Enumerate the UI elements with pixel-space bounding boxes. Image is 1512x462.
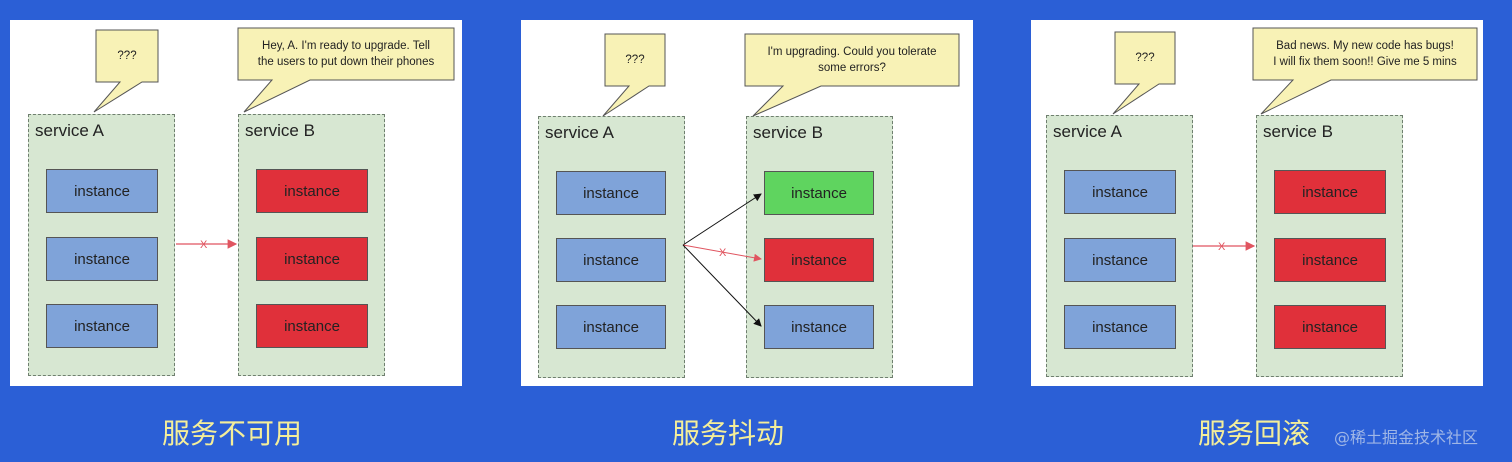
speech-bubbles bbox=[1112, 27, 1478, 115]
service-b-label: service B bbox=[1263, 122, 1333, 141]
service-b-instance-2: instance bbox=[1274, 238, 1386, 282]
caption-service-jitter: 服务抖动 bbox=[672, 417, 785, 450]
service-a-box: service A instance instance instance bbox=[538, 116, 685, 378]
service-a-instance-3: instance bbox=[46, 304, 158, 348]
service-a-instance-1: instance bbox=[556, 171, 666, 215]
bubble-b-line1: Bad news. My new code has bugs! bbox=[1276, 40, 1454, 52]
bubble-b-text: Hey, A. I'm ready to upgrade. Tell the u… bbox=[238, 38, 454, 70]
service-a-label: service A bbox=[35, 121, 104, 140]
caption-service-unavailable: 服务不可用 bbox=[162, 417, 303, 450]
bubble-b-line1: I'm upgrading. Could you tolerate bbox=[767, 46, 937, 58]
panel-service-jitter: ??? I'm upgrading. Could you tolerate so… bbox=[521, 20, 973, 386]
bubble-a-shape bbox=[1112, 31, 1176, 115]
panel-service-unavailable: ??? Hey, A. I'm ready to upgrade. Tell t… bbox=[10, 20, 462, 386]
speech-bubbles bbox=[602, 33, 960, 117]
service-b-instance-1-upgraded: instance bbox=[764, 171, 874, 215]
connection-arrows: X bbox=[1193, 241, 1256, 253]
bubble-a-shape bbox=[93, 29, 159, 113]
service-b-label: service B bbox=[245, 121, 315, 140]
bubble-b-line1: Hey, A. I'm ready to upgrade. Tell bbox=[262, 40, 430, 52]
watermark: @稀土掘金技术社区 bbox=[1334, 428, 1479, 447]
bubble-b-shape bbox=[237, 27, 455, 113]
service-b-box: service B instance instance instance bbox=[1256, 115, 1403, 377]
service-b-label: service B bbox=[753, 123, 823, 142]
service-a-instance-2: instance bbox=[1064, 238, 1176, 282]
failed-link-mark: X bbox=[719, 247, 727, 259]
bubble-a-shape bbox=[602, 33, 666, 117]
bubble-b-shape bbox=[1252, 27, 1478, 115]
connection-arrows: X bbox=[176, 239, 238, 251]
service-a-label: service A bbox=[1053, 122, 1122, 141]
bubble-b-text: I'm upgrading. Could you tolerate some e… bbox=[745, 44, 959, 76]
service-b-instance-1: instance bbox=[1274, 170, 1386, 214]
failed-link-arrow bbox=[682, 244, 762, 262]
ok-link-arrow-bottom bbox=[682, 244, 762, 327]
bubble-b-text: Bad news. My new code has bugs! I will f… bbox=[1253, 38, 1477, 70]
service-b-box: service B instance instance instance bbox=[746, 116, 893, 378]
bubble-a-text: ??? bbox=[117, 50, 137, 62]
bubble-b-line2: the users to put down their phones bbox=[257, 56, 435, 68]
service-b-instance-2: instance bbox=[256, 237, 368, 281]
bubble-a-text: ??? bbox=[625, 54, 645, 66]
bubble-b-line2: I will fix them soon!! Give me 5 mins bbox=[1273, 56, 1457, 68]
service-b-box: service B instance instance instance bbox=[238, 114, 385, 376]
service-a-instance-3: instance bbox=[556, 305, 666, 349]
caption-service-rollback: 服务回滚 bbox=[1198, 417, 1311, 450]
service-a-instance-1: instance bbox=[46, 169, 158, 213]
failed-link-mark: X bbox=[200, 239, 208, 251]
service-b-instance-1: instance bbox=[256, 169, 368, 213]
speech-bubbles bbox=[93, 27, 455, 113]
bubble-a-text: ??? bbox=[1135, 52, 1155, 64]
failed-link-mark: X bbox=[1218, 241, 1226, 253]
service-a-instance-1: instance bbox=[1064, 170, 1176, 214]
service-a-instance-2: instance bbox=[46, 237, 158, 281]
service-a-instance-3: instance bbox=[1064, 305, 1176, 349]
connection-arrows: X bbox=[682, 193, 762, 327]
bubble-b-shape bbox=[744, 33, 960, 117]
service-a-instance-2: instance bbox=[556, 238, 666, 282]
service-a-box: service A instance instance instance bbox=[28, 114, 175, 376]
service-a-box: service A instance instance instance bbox=[1046, 115, 1193, 377]
service-b-instance-2-upgrading: instance bbox=[764, 238, 874, 282]
service-b-instance-3-old: instance bbox=[764, 305, 874, 349]
service-b-instance-3: instance bbox=[256, 304, 368, 348]
ok-link-arrow-top bbox=[682, 193, 762, 246]
service-a-label: service A bbox=[545, 123, 614, 142]
bubble-b-line2: some errors? bbox=[818, 62, 886, 74]
service-b-instance-3: instance bbox=[1274, 305, 1386, 349]
panel-service-rollback: ??? Bad news. My new code has bugs! I wi… bbox=[1031, 20, 1483, 386]
